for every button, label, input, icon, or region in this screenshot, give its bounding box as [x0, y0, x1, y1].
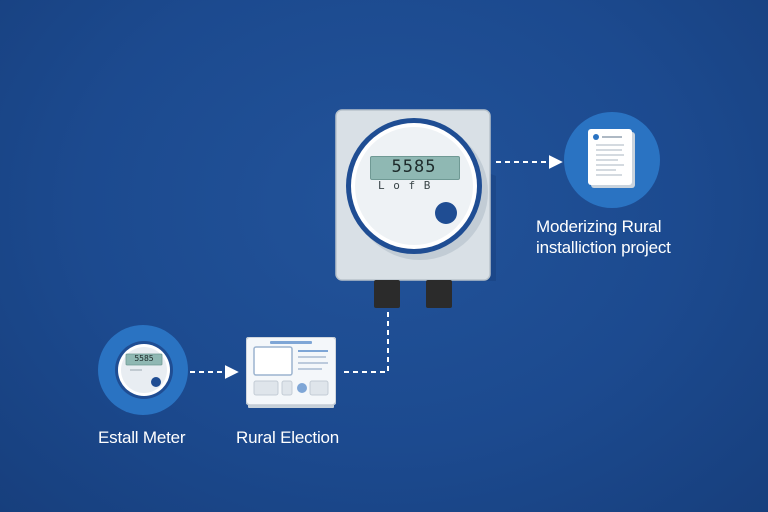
document-circle [564, 112, 660, 208]
connector-device-to-main-meter [344, 310, 389, 373]
document-icon [588, 129, 635, 188]
document-caption-line1: Moderizing Rural [536, 217, 662, 236]
main-meter: 5585 L o f B [330, 106, 496, 312]
main-meter-graphic [335, 109, 496, 308]
device-graphic [246, 337, 336, 408]
main-meter-reading: 5585 [391, 157, 437, 177]
main-meter-lcd [370, 156, 460, 180]
small-meter-circle: 5585 [98, 325, 188, 415]
device-label: Rural Election [236, 428, 340, 447]
device-unit [246, 337, 336, 409]
small-meter-label: Estall Meter [98, 428, 186, 447]
main-meter-sub-reading: L o f B [378, 179, 432, 192]
document-caption-line2: installiction project [536, 238, 671, 257]
document-caption: Moderizing Rural installiction project [536, 216, 671, 258]
small-meter-icon [115, 341, 173, 399]
small-meter-reading: 5585 [134, 354, 154, 363]
